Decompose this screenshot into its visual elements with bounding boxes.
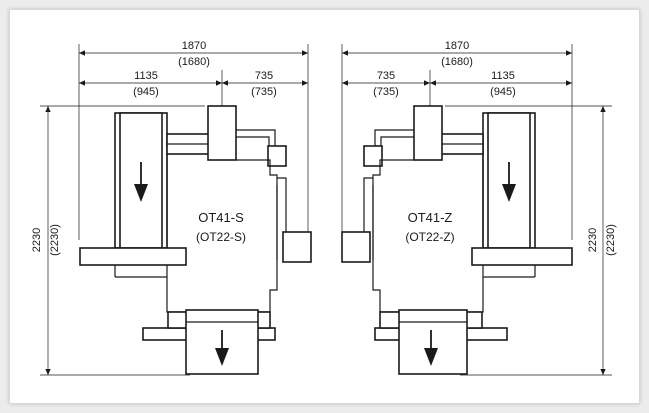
right-height-alt: (2230) [605, 224, 617, 256]
right-model-alt-label: (OT22-Z) [405, 230, 454, 244]
right-down-arrow-lower [424, 330, 438, 366]
left-height: 2230 [31, 228, 43, 252]
left-model-label: OT41-S [198, 210, 244, 225]
left-model-alt-label: (OT22-S) [196, 230, 246, 244]
left-part-a: 1135 [134, 70, 158, 82]
right-machine-outline [341, 105, 573, 375]
left-down-arrow-upper [134, 162, 148, 202]
right-part-b: 1135 [491, 70, 515, 82]
left-height-alt: (2230) [49, 224, 61, 256]
left-view: 1870 (1680) 1135 (945) 735 (735) 2230 (2… [31, 40, 312, 376]
left-part-a-alt: (945) [133, 86, 159, 98]
right-down-arrow-upper [502, 162, 516, 202]
right-height: 2230 [587, 228, 599, 252]
right-model-label: OT41-Z [408, 210, 453, 225]
right-overall-width-alt: (1680) [441, 56, 473, 68]
left-part-b-alt: (735) [251, 86, 277, 98]
right-overall-width: 1870 [445, 40, 469, 52]
left-down-arrow-lower [215, 330, 229, 366]
left-part-b: 735 [255, 70, 273, 82]
left-overall-width-alt: (1680) [178, 56, 210, 68]
right-part-b-alt: (945) [490, 86, 516, 98]
right-view: 1870 (1680) 735 (735) 1135 (945) 2230 (2… [341, 40, 617, 376]
left-overall-width: 1870 [182, 40, 206, 52]
right-part-a-alt: (735) [373, 86, 399, 98]
right-part-a: 735 [377, 70, 395, 82]
